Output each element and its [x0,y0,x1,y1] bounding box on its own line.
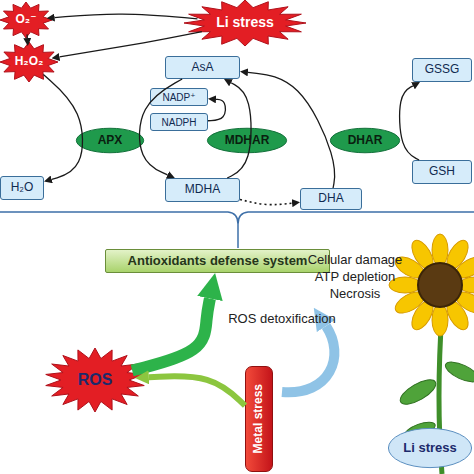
reaction-arrow [132,298,210,370]
text-holder: NADP⁺ [151,89,207,105]
bracket-stem [237,224,239,248]
reaction-arrow [59,32,201,57]
effect-label: Necrosis [295,286,415,301]
node-text: MDHAR [225,134,270,147]
compound-box: AsA [165,56,240,79]
flower-petals [389,234,474,336]
stress-starburst: O₂⁻ [0,2,52,38]
stress-bar: Metal stress [245,366,273,472]
sunflower-illustration [389,234,474,474]
text-holder: MDHAR [207,128,287,153]
curved-arrow [282,326,334,392]
compound-box: NADPH [150,113,208,131]
stress-ellipse: Li stress [388,428,472,468]
node-text: ROS [78,371,113,389]
node-text: NADPH [161,117,196,128]
reaction-arrow [55,14,198,19]
reaction-arrow [149,376,245,405]
defense-box: Antioxidants defense system [105,249,330,273]
reaction-arrow [240,199,292,204]
ellipse-shape [207,128,286,153]
node-text: MDHA [185,183,220,196]
node-text: DHA [318,192,343,205]
text-holder: DHA [301,189,361,209]
compound-box: GSSG [412,58,472,82]
node-text: GSH [429,165,455,178]
node-text: NADP⁺ [162,92,195,103]
compound-box: MDHA [165,178,240,202]
node-text: O₂⁻ [16,13,37,26]
enzyme-ellipse: DHAR [330,128,400,153]
stress-starburst: Li stress [184,0,306,46]
compound-box: DHA [300,188,362,210]
ellipse-shape [76,128,143,153]
ellipse-shape [388,428,471,467]
text-holder: GSH [413,161,471,183]
node-text: AsA [191,61,213,74]
text-holder: DHAR [330,128,400,153]
edge-label: ROS detoxification [222,311,342,326]
node-text: Li stress [403,441,456,455]
effect-label: Cellular damage [295,252,415,267]
node-text: Antioxidants defense system [128,254,308,268]
text-holder: Antioxidants defense system [106,250,329,272]
compound-box: GSH [412,160,472,184]
ellipse-shape [330,128,399,153]
text-holder: AsA [166,57,239,78]
starburst-shape [46,348,144,412]
plant-leaf [443,358,474,386]
node-text: Li stress [216,15,274,30]
enzyme-ellipse: MDHAR [207,128,287,153]
starburst-shape [0,42,58,82]
reaction-arrow [400,86,420,160]
node-text: H₂O₂ [15,55,44,68]
text-holder: H₂O₂ [0,42,58,82]
text-holder: Metal stress [246,367,272,471]
text-holder: H₂O [1,177,43,199]
reaction-arrow [208,99,225,120]
node-text: APX [98,134,123,147]
text-holder: MDHA [166,179,239,201]
plant-leaf [397,375,440,409]
text-holder: GSSG [413,59,471,81]
bracket-line [0,212,474,224]
node-text: H₂O [11,181,34,194]
text-holder: O₂⁻ [0,2,52,38]
node-text: DHAR [348,134,383,147]
text-holder: NADPH [151,114,207,130]
compound-box: H₂O [0,176,44,200]
stress-starburst: H₂O₂ [0,42,58,82]
reaction-arrow [43,75,82,180]
text-holder: Li stress [388,428,472,468]
starburst-shape [0,2,52,38]
starburst-shape [184,0,306,46]
ros-starburst: ROS [45,348,145,412]
text-holder: ROS [45,348,145,412]
flower-center [418,263,462,307]
node-text: GSSG [425,63,460,76]
compound-box: NADP⁺ [150,88,208,106]
node-text: Metal stress [252,384,265,453]
effect-label: ATP depletion [295,269,415,284]
text-holder: APX [76,128,144,153]
enzyme-ellipse: APX [76,128,144,153]
text-holder: Li stress [184,0,306,46]
